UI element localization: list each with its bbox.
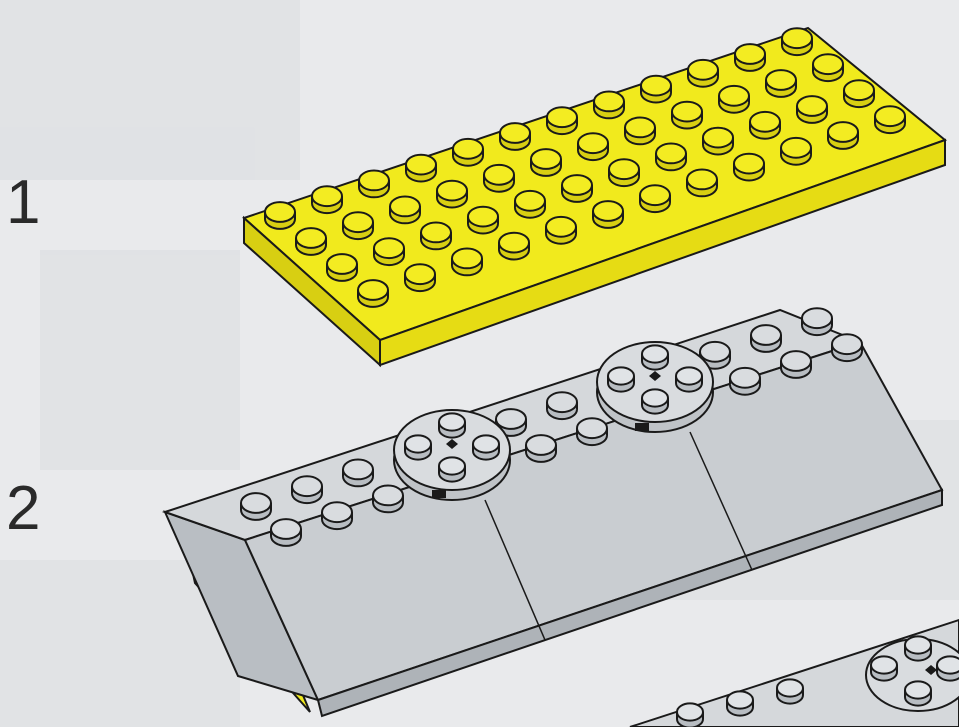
- stud: [358, 280, 388, 307]
- stud: [531, 149, 561, 176]
- stud: [677, 703, 703, 727]
- stud: [719, 86, 749, 113]
- stud: [734, 154, 764, 181]
- stud: [343, 212, 373, 239]
- yellow-plate: [244, 28, 945, 365]
- stud: [322, 502, 352, 529]
- stud: [452, 249, 482, 276]
- stud: [499, 233, 529, 260]
- stud: [844, 80, 874, 107]
- stud: [687, 170, 717, 197]
- next-step-preview: [630, 620, 959, 727]
- stud: [730, 368, 760, 395]
- stud: [484, 165, 514, 192]
- stud: [453, 139, 483, 166]
- stud: [875, 106, 905, 133]
- stud: [905, 636, 931, 660]
- stud: [813, 54, 843, 81]
- stud: [359, 171, 389, 198]
- stud: [405, 435, 431, 459]
- stud: [781, 351, 811, 378]
- stud: [641, 76, 671, 103]
- step-number-2: 2: [6, 478, 40, 540]
- stud: [672, 102, 702, 129]
- stud: [609, 159, 639, 186]
- stud: [828, 122, 858, 149]
- stud: [547, 392, 577, 419]
- stud: [777, 679, 803, 703]
- stud: [343, 460, 373, 487]
- stud: [802, 308, 832, 335]
- stud: [421, 223, 451, 250]
- step-number-1: 1: [6, 172, 40, 234]
- stud: [608, 367, 634, 391]
- stud: [437, 181, 467, 208]
- stud: [241, 493, 271, 520]
- stud: [703, 128, 733, 155]
- stud: [439, 457, 465, 481]
- stud: [905, 681, 931, 705]
- stud: [473, 435, 499, 459]
- stud: [526, 435, 556, 462]
- stud: [797, 96, 827, 123]
- stud: [871, 656, 897, 680]
- stud: [547, 107, 577, 134]
- stud: [642, 389, 668, 413]
- stud: [688, 60, 718, 87]
- stud: [271, 519, 301, 546]
- stud: [735, 44, 765, 71]
- stud: [766, 70, 796, 97]
- stud: [312, 186, 342, 213]
- stud: [373, 486, 403, 513]
- stud: [750, 112, 780, 139]
- stud: [832, 334, 862, 361]
- grey-sloped-assembly: [165, 308, 942, 716]
- stud: [374, 238, 404, 265]
- stud: [390, 197, 420, 224]
- stud: [578, 133, 608, 160]
- stud: [751, 325, 781, 352]
- stud: [292, 476, 322, 503]
- stud: [546, 217, 576, 244]
- stud: [625, 118, 655, 145]
- stud: [676, 367, 702, 391]
- stud: [405, 264, 435, 291]
- stud: [656, 144, 686, 171]
- stud: [640, 185, 670, 212]
- stud: [577, 418, 607, 445]
- stud: [781, 138, 811, 165]
- stud: [594, 92, 624, 119]
- stud: [500, 123, 530, 150]
- stud: [468, 207, 498, 234]
- stud: [593, 201, 623, 228]
- stud: [782, 28, 812, 55]
- stud: [327, 254, 357, 281]
- stud: [439, 413, 465, 437]
- stud: [406, 155, 436, 182]
- stud: [937, 656, 959, 680]
- stud: [296, 228, 326, 255]
- stud: [642, 345, 668, 369]
- stud: [727, 691, 753, 715]
- stud: [265, 202, 295, 229]
- stud: [515, 191, 545, 218]
- stud: [562, 175, 592, 202]
